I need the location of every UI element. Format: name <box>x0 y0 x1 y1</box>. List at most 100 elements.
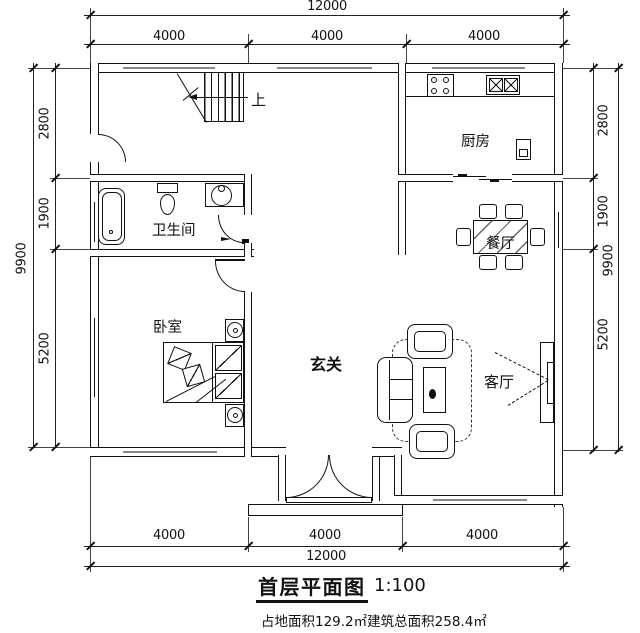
dim-label-left-seg2: 1900 <box>37 197 53 230</box>
dim-line-top-overall <box>84 14 570 16</box>
area-note: 占地面积129.2㎡建筑总面积258.4㎡ <box>261 614 487 630</box>
tv-screen <box>547 362 554 404</box>
wall-kitchen-bottom <box>398 174 453 182</box>
refrigerator-inner <box>519 149 528 157</box>
sofa-back-line <box>389 360 391 420</box>
lamp-center <box>232 412 238 418</box>
wall-exterior-right <box>554 63 563 507</box>
sofa-cushion-line <box>389 379 412 381</box>
wall-hall-vertical <box>244 292 252 457</box>
stove-burner <box>431 88 437 94</box>
stove-burner <box>443 77 449 83</box>
lamp-center <box>232 327 238 333</box>
label-kitchen: 厨房 <box>461 134 490 150</box>
sink-basin <box>504 78 518 92</box>
extension-line <box>50 248 90 250</box>
entrance-door-arc-right <box>329 455 372 498</box>
entrance-porch <box>248 504 403 516</box>
kitchen-counter-line <box>406 96 554 98</box>
wall-hall-vertical <box>244 243 252 257</box>
dim-label-right-seg2: 1900 <box>596 195 612 228</box>
label-living: 客厅 <box>484 373 515 391</box>
wall-entrance-jamb-left <box>278 455 286 501</box>
extension-line <box>28 446 90 448</box>
dining-chair <box>479 204 497 219</box>
title-scale: 1:100 <box>374 575 426 596</box>
bed-headboard-line <box>212 342 214 403</box>
dining-chair <box>505 255 523 270</box>
bathroom-door-swing-icon <box>221 237 231 241</box>
wall-entrance-jamb-right <box>372 455 380 501</box>
dim-label-left-seg1: 2800 <box>37 107 53 140</box>
wall-exterior-left <box>90 162 99 457</box>
stairs-edge <box>204 120 244 122</box>
dim-line-left-overall <box>32 63 34 448</box>
dining-table <box>473 220 528 254</box>
dim-line-top-chain <box>84 43 570 45</box>
extension-line <box>28 67 90 69</box>
window-south-living <box>433 495 527 505</box>
dim-label-top-seg3: 4000 <box>468 28 500 44</box>
wall-hall-vertical <box>244 174 252 215</box>
bed-pillow <box>214 345 242 371</box>
stairs-arrow-icon <box>188 94 197 100</box>
dim-label-top-seg1: 4000 <box>153 28 185 44</box>
label-bathroom: 卫生间 <box>152 223 196 239</box>
stove-burner <box>443 88 449 94</box>
label-dining: 餐厅 <box>486 236 515 252</box>
bedroom-door-arc <box>215 260 245 292</box>
window-left-bedroom <box>90 318 99 397</box>
bathtub-inner <box>101 192 122 241</box>
dim-line-bottom-overall <box>84 565 570 567</box>
dim-label-right-overall: 9900 <box>601 244 617 277</box>
bed-pillow <box>214 373 242 399</box>
armchair-seat <box>414 331 446 352</box>
sofa-cushion-line <box>389 399 412 401</box>
wall-connector-right <box>372 447 402 457</box>
window-top-2 <box>277 63 372 73</box>
toilet-bowl <box>160 194 175 215</box>
extension-line <box>562 8 564 63</box>
window-left-bathroom <box>90 202 99 242</box>
stairs-direction-line <box>196 96 248 99</box>
bathroom-door-stop <box>242 239 249 244</box>
dim-line-bottom-chain <box>84 545 570 547</box>
dim-label-left-seg3: 5200 <box>37 332 53 365</box>
entrance-door-arc-left <box>286 455 329 498</box>
sliding-door-leaf <box>458 174 467 178</box>
extension-line <box>89 457 91 572</box>
armchair-seat <box>416 431 448 452</box>
dining-chair <box>530 228 545 246</box>
extension-line <box>89 8 91 63</box>
dim-line-right-overall <box>617 63 619 452</box>
wall-bathroom-bottom <box>90 249 254 257</box>
dim-label-bottom-seg2: 4000 <box>309 528 341 543</box>
dim-line-left-chain <box>54 63 56 448</box>
dim-label-top-seg2: 4000 <box>311 28 343 44</box>
label-hall: 玄关 <box>310 355 343 374</box>
dim-label-right-seg1: 2800 <box>596 104 612 137</box>
dining-chair <box>505 204 523 219</box>
sliding-door-track <box>453 175 486 177</box>
coffee-table-decor <box>429 389 436 399</box>
sink-basin <box>489 78 503 92</box>
label-stairs-up: 上 <box>251 91 267 109</box>
sliding-door-leaf <box>490 178 499 182</box>
dim-label-bottom-overall: 12000 <box>306 549 346 564</box>
dim-label-right-seg3: 5200 <box>596 318 612 351</box>
dim-label-bottom-seg1: 4000 <box>153 528 185 543</box>
dining-chair <box>479 255 497 270</box>
extension-line <box>50 177 90 179</box>
wall-kitchen-bottom <box>512 174 563 182</box>
wall-step-right <box>394 455 402 503</box>
window-top-3 <box>432 63 525 73</box>
wall-bathroom-top <box>90 174 252 182</box>
dim-label-left-overall: 9900 <box>14 242 30 275</box>
extension-line <box>247 34 249 63</box>
label-bedroom: 卧室 <box>153 320 182 336</box>
window-top-1 <box>123 63 215 73</box>
entrance-threshold <box>286 497 372 503</box>
extension-line <box>405 34 407 63</box>
side-door-arc <box>98 134 126 162</box>
